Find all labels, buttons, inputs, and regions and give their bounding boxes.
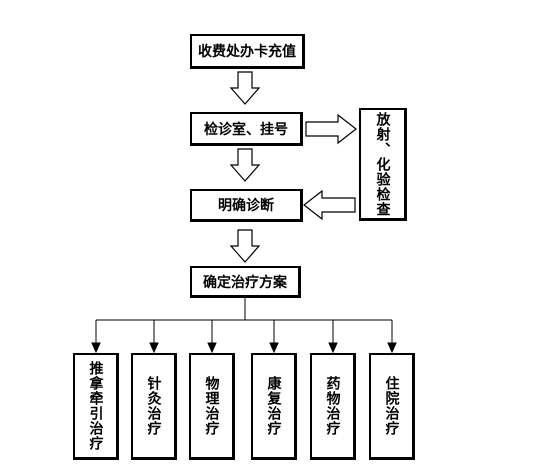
down-arrow-2 bbox=[229, 148, 261, 182]
branch-connectors bbox=[91, 298, 397, 354]
step-diagnosis: 明确诊断 bbox=[190, 189, 303, 222]
treatment-acupuncture: 针灸治疗 bbox=[131, 353, 177, 460]
step-card-recharge: 收费处办卡充值 bbox=[190, 34, 305, 69]
treatment-label: 药物治疗 bbox=[324, 376, 341, 436]
treatment-medication: 药物治疗 bbox=[310, 353, 356, 460]
side-exam-box: 放射、化验检查 bbox=[359, 108, 407, 221]
treatment-massage-traction: 推拿牵引治疗 bbox=[73, 353, 119, 460]
treatment-physical: 物理治疗 bbox=[189, 353, 235, 460]
right-arrow bbox=[305, 113, 357, 145]
down-arrow-1 bbox=[229, 71, 261, 105]
treatment-label: 住院治疗 bbox=[383, 376, 400, 436]
step-diagnosis-label: 明确诊断 bbox=[218, 198, 274, 214]
treatment-label: 推拿牵引治疗 bbox=[87, 361, 104, 451]
step-registration-label: 检诊室、挂号 bbox=[204, 121, 288, 138]
treatment-label: 针灸治疗 bbox=[145, 376, 162, 436]
step-registration: 检诊室、挂号 bbox=[190, 112, 303, 146]
treatment-rehabilitation: 康复治疗 bbox=[251, 353, 297, 460]
treatment-label: 物理治疗 bbox=[203, 376, 220, 436]
treatment-inpatient: 住院治疗 bbox=[369, 353, 415, 460]
step-treatment-plan-label: 确定治疗方案 bbox=[203, 274, 287, 291]
step-treatment-plan: 确定治疗方案 bbox=[190, 266, 301, 298]
treatment-label: 康复治疗 bbox=[265, 376, 282, 436]
side-exam-label: 放射、化验检查 bbox=[374, 111, 391, 217]
step-card-recharge-label: 收费处办卡充值 bbox=[198, 44, 296, 60]
down-arrow-3 bbox=[229, 229, 261, 263]
left-arrow bbox=[303, 189, 356, 221]
